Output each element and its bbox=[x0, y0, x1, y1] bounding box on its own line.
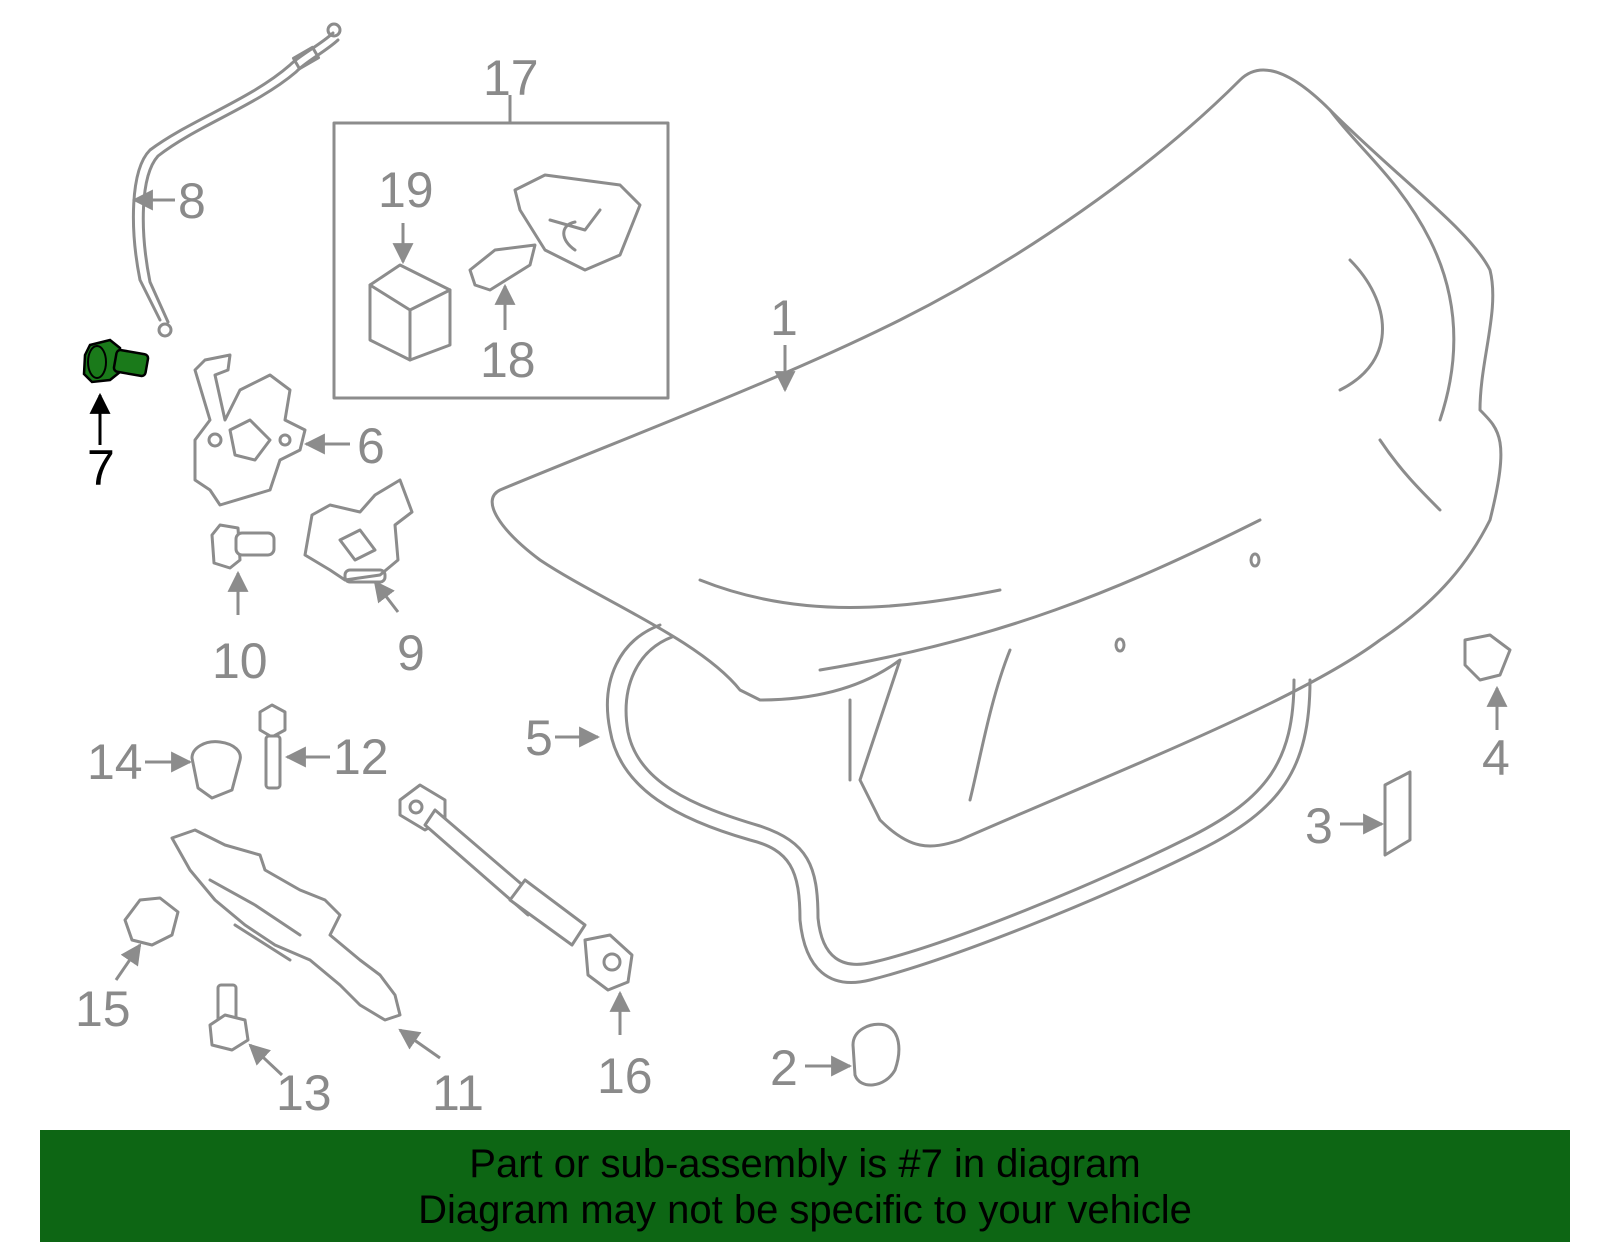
banner-line-disclaimer: Diagram may not be specific to your vehi… bbox=[418, 1188, 1192, 1232]
bolt-10 bbox=[210, 523, 276, 615]
bumper-2 bbox=[805, 1022, 901, 1087]
callout-16: 16 bbox=[597, 1048, 653, 1104]
hinge bbox=[170, 828, 441, 1060]
callout-19: 19 bbox=[378, 162, 434, 218]
callout-15: 15 bbox=[75, 981, 131, 1037]
callout-13: 13 bbox=[276, 1065, 332, 1121]
clip-4 bbox=[1463, 633, 1512, 730]
callout-6: 6 bbox=[357, 418, 385, 474]
plug-15 bbox=[114, 896, 180, 981]
callout-18: 18 bbox=[480, 332, 536, 388]
callout-11: 11 bbox=[432, 1065, 484, 1121]
callout-1: 1 bbox=[770, 290, 798, 346]
callout-8: 8 bbox=[178, 173, 206, 229]
callout-17: 17 bbox=[483, 50, 539, 106]
release-cable bbox=[131, 22, 342, 338]
callout-4: 4 bbox=[1482, 730, 1510, 786]
kit-17-box bbox=[332, 95, 670, 400]
callout-12: 12 bbox=[333, 729, 389, 785]
gas-strut bbox=[398, 783, 634, 1035]
part-7-bolt bbox=[82, 338, 150, 445]
trunk-latch bbox=[193, 353, 350, 507]
callout-7: 7 bbox=[87, 440, 115, 496]
callout-9: 9 bbox=[397, 625, 425, 681]
callout-10: 10 bbox=[212, 633, 268, 689]
callout-2: 2 bbox=[770, 1040, 798, 1096]
callout-5: 5 bbox=[525, 710, 553, 766]
striker bbox=[303, 478, 414, 613]
bolt-13 bbox=[208, 983, 284, 1077]
trunk-lid bbox=[490, 68, 1503, 848]
callout-14: 14 bbox=[87, 734, 143, 790]
info-banner: Part or sub-assembly is #7 in diagram Di… bbox=[40, 1130, 1570, 1242]
plate-3 bbox=[1340, 770, 1412, 857]
banner-line-part: Part or sub-assembly is #7 in diagram bbox=[469, 1142, 1141, 1186]
callout-3: 3 bbox=[1305, 798, 1333, 854]
clip-14 bbox=[145, 740, 242, 800]
parts-diagram: 1 2 3 4 5 6 7 8 9 10 11 12 13 14 15 16 1… bbox=[75, 22, 1512, 1121]
bolt-12 bbox=[258, 703, 330, 790]
weatherstrip bbox=[605, 623, 1312, 984]
